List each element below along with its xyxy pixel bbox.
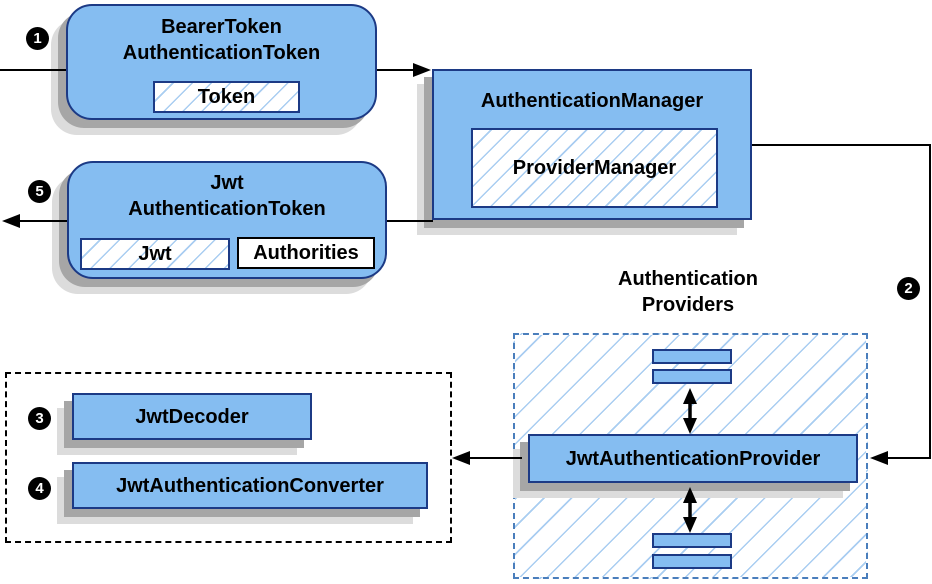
jwt-field: Jwt <box>80 238 230 270</box>
step-5-badge: 5 <box>28 180 51 203</box>
authentication-providers-label-line1: Authentication <box>618 268 758 290</box>
bearer-token-title-line1: BearerToken <box>161 16 282 38</box>
jwt-token-title-line2: AuthenticationToken <box>128 198 326 220</box>
jwt-decoder-box: JwtDecoder <box>72 393 312 440</box>
jwt-authentication-provider-label: JwtAuthenticationProvider <box>565 447 821 470</box>
provider-stack-bar <box>652 369 732 384</box>
step-2-badge: 2 <box>897 277 920 300</box>
authentication-manager-box: AuthenticationManager ProviderManager <box>432 69 752 220</box>
jwt-authentication-converter-label: JwtAuthenticationConverter <box>116 474 384 497</box>
jwt-authentication-converter-box: JwtAuthenticationConverter <box>72 462 428 509</box>
arrow-provider-to-decoder-icon <box>452 451 522 465</box>
step-1-badge: 1 <box>26 27 49 50</box>
provider-stack-bar <box>652 533 732 548</box>
authentication-manager-title: AuthenticationManager <box>480 90 704 112</box>
provider-stack-bar <box>652 349 732 364</box>
arrow-bearer-to-manager-icon <box>377 63 431 77</box>
bearer-token-title: BearerToken AuthenticationToken <box>68 6 375 66</box>
bearer-token-title-line2: AuthenticationToken <box>122 42 321 64</box>
authentication-providers-label: Authentication Providers <box>553 266 823 318</box>
jwt-token-title: Jwt AuthenticationToken <box>69 163 385 222</box>
provider-stack-bar <box>652 554 732 569</box>
jwt-decoder-label: JwtDecoder <box>135 405 249 428</box>
token-field: Token <box>153 81 300 113</box>
step-3-badge: 3 <box>28 407 51 430</box>
provider-manager-box: ProviderManager <box>471 128 718 208</box>
jwt-field-label: Jwt <box>138 243 172 265</box>
bearer-token-authentication-token-box: BearerToken AuthenticationToken Token <box>66 4 377 120</box>
token-field-label: Token <box>197 86 256 108</box>
authorities-field: Authorities <box>237 237 375 269</box>
jwt-token-title-line1: Jwt <box>210 172 244 194</box>
authentication-providers-label-line2: Providers <box>641 294 735 316</box>
jwt-authentication-provider-box: JwtAuthenticationProvider <box>528 434 858 483</box>
jwt-authentication-token-box: Jwt AuthenticationToken Jwt Authorities <box>67 161 387 279</box>
arrow-out-step5-icon <box>2 214 67 228</box>
provider-manager-label: ProviderManager <box>512 157 677 179</box>
authorities-field-label: Authorities <box>253 242 359 264</box>
step-4-badge: 4 <box>28 477 51 500</box>
